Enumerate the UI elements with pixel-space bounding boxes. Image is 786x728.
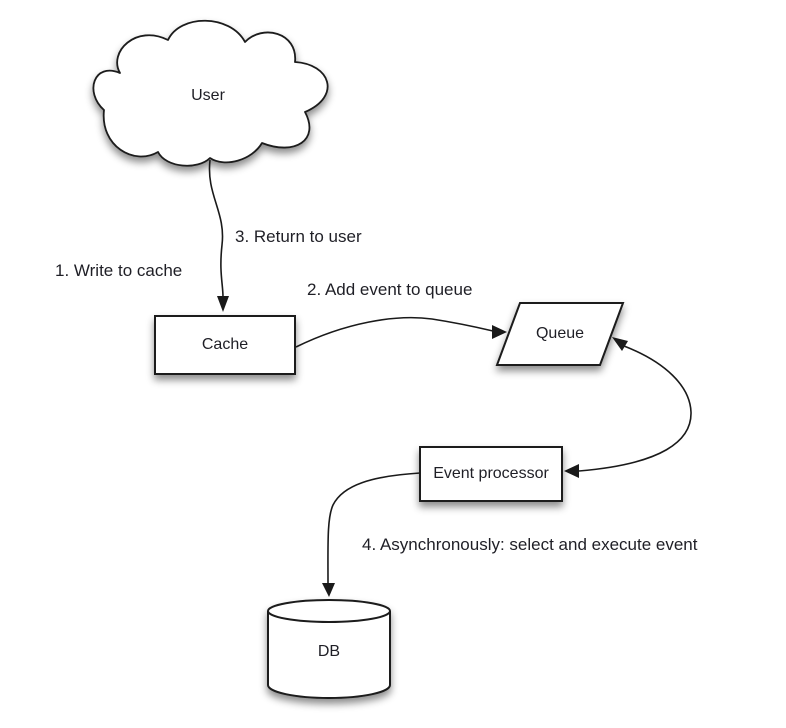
arrowhead-into-event-processor	[564, 464, 579, 478]
queue-parallelogram-shape	[495, 302, 625, 366]
arrow-user-to-cache	[208, 159, 224, 298]
arrowhead-into-queue	[612, 337, 628, 351]
arrow-cache-to-queue	[295, 316, 494, 348]
arrow-queue-event-processor	[578, 345, 692, 472]
cache-box-shape	[154, 315, 296, 375]
user-cloud-shape	[92, 19, 329, 167]
arrowhead-cache-to-queue	[492, 325, 507, 339]
arrow-event-processor-to-db	[327, 472, 421, 584]
event-processor-box-shape	[419, 446, 563, 502]
db-cylinder-shape	[267, 599, 391, 699]
arrowhead-user-to-cache	[217, 296, 229, 312]
arrowhead-event-processor-to-db	[322, 583, 335, 597]
